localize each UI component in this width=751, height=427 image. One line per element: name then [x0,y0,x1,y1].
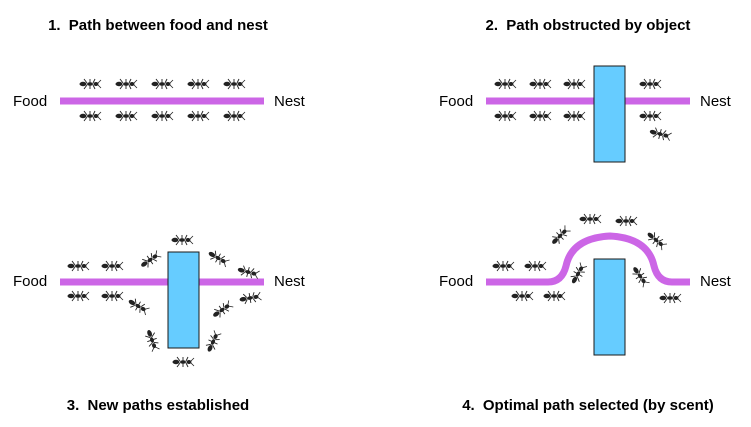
ant [187,110,210,122]
ant [67,260,90,272]
ant [239,291,262,305]
ant [223,78,246,90]
panel-4-number: 4. [462,397,475,414]
ant [205,330,222,352]
ant [141,250,162,268]
ant [208,250,230,268]
ant [223,110,246,122]
panel-2-nest-label: Nest [700,93,732,110]
panel-3-nest-label: Nest [274,273,306,290]
panel-2-food-label: Food [439,93,473,110]
ant [115,110,138,122]
ant [615,215,638,227]
ant [639,110,662,122]
panel-2-obstacle [593,65,626,163]
panel-1-title-text: Path between food and nest [69,17,268,34]
ant [101,260,124,272]
ant [639,78,662,90]
ant [128,298,150,316]
panel-3-ants [67,234,262,368]
panel-4: 4. Optimal path selected (by scent) Food… [439,213,732,414]
panel-2: 2. Path obstructed by object Food Nest [439,17,732,163]
ant [649,127,672,141]
panel-3-obstacle [167,251,200,349]
panel-2-title-text: Path obstructed by object [506,17,690,34]
panel-3-title-text: New paths established [87,397,249,414]
ant [492,260,515,272]
panel-2-ants [494,78,672,141]
panel-4-obstacle [593,258,626,356]
panel-3-title: 3. New paths established [67,397,249,414]
panel-4-title: 4. Optimal path selected (by scent) [462,397,714,414]
ant [101,290,124,302]
panel-4-food-label: Food [439,273,473,290]
ant [511,290,534,302]
panel-1-number: 1. [48,17,61,34]
ant [563,110,586,122]
panel-3-food-label: Food [13,273,47,290]
panel-1-ants [79,78,246,122]
ant [524,260,547,272]
ant [529,110,552,122]
panel-1-title: 1. Path between food and nest [48,17,268,34]
ant [570,262,588,284]
ant [79,110,102,122]
ant [187,78,210,90]
panel-1-food-label: Food [13,93,47,110]
ant [145,330,160,352]
ant [151,110,174,122]
ant [647,232,668,251]
ant [67,290,90,302]
ant [237,265,260,279]
panel-4-nest-label: Nest [700,273,732,290]
ant [632,267,650,288]
ant [213,300,234,318]
ant [552,225,571,244]
panel-1-nest-label: Nest [274,93,306,110]
panel-2-title: 2. Path obstructed by object [486,17,691,34]
ant [172,356,195,368]
ant [115,78,138,90]
panel-4-ants [492,213,682,304]
ant [563,78,586,90]
ant [171,234,194,246]
ant [529,78,552,90]
ant [79,78,102,90]
ant [659,292,682,304]
ant [151,78,174,90]
panel-4-title-text: Optimal path selected (by scent) [483,397,714,414]
panel-3-number: 3. [67,397,80,414]
panel-3: 3. New paths established Food Nest [13,234,306,414]
panel-4-path [486,232,690,286]
ant [494,78,517,90]
ant [494,110,517,122]
ant [579,213,602,225]
panel-1: 1. Path between food and nest Food Nest [13,17,306,122]
panel-2-number: 2. [486,17,499,34]
ant [543,290,566,302]
